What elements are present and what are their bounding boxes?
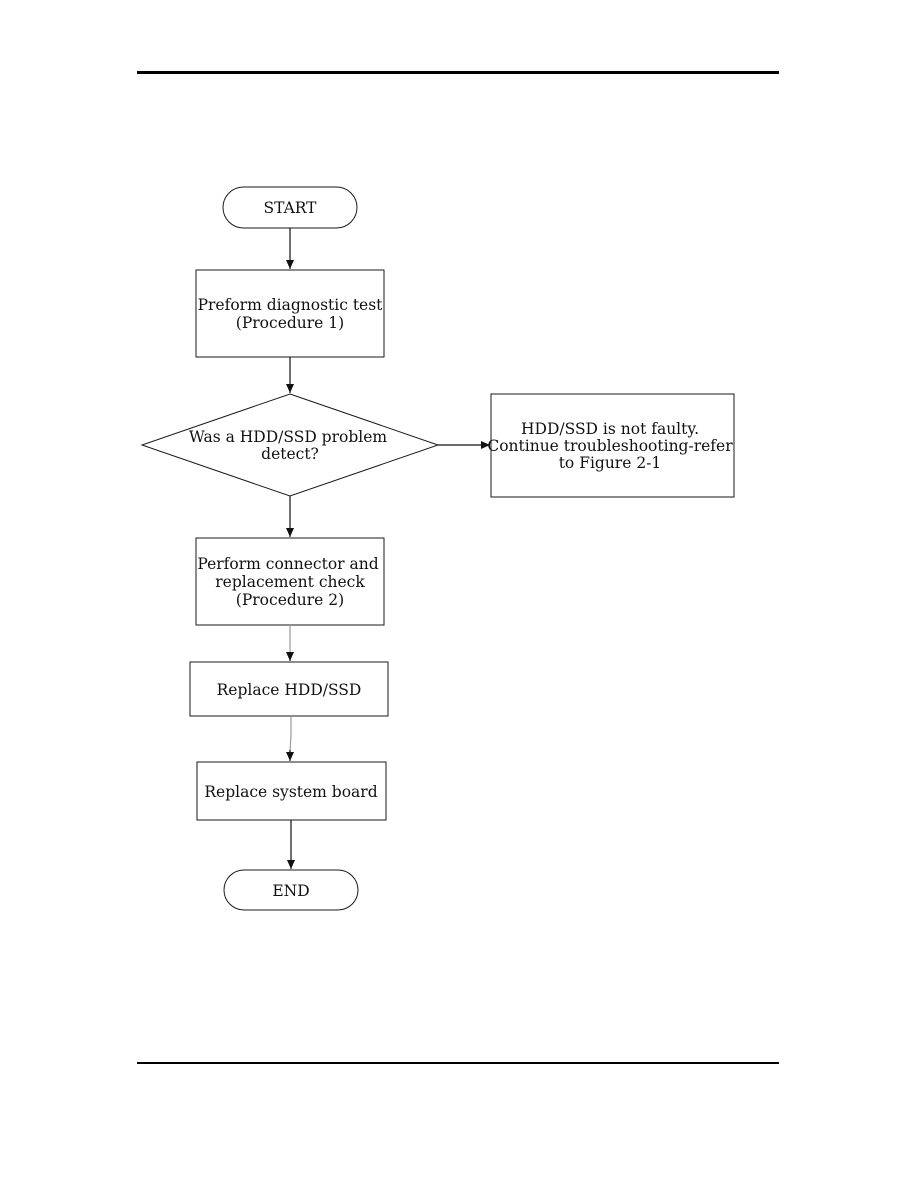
decision-line-1: Was a HDD/SSD problem (189, 428, 388, 446)
replace-drive-box: Replace HDD/SSD (189, 661, 389, 717)
start-terminator: START (222, 186, 358, 229)
end-terminator: END (223, 869, 359, 911)
connector-check-line-2: replacement check (215, 573, 365, 591)
connector-check-line-3: (Procedure 2) (236, 591, 344, 609)
not-faulty-line-2: Continue troubleshooting-refer (487, 437, 733, 455)
connector-check-line-1: Perform connector and (197, 555, 378, 573)
not-faulty-box: HDD/SSD is not faulty. Continue troubles… (487, 393, 735, 498)
diagnostic-test-line-1: Preform diagnostic test (198, 296, 384, 314)
connector-check-box: Perform connector and replacement check … (195, 537, 385, 626)
diagnostic-test-line-2: (Procedure 1) (236, 314, 344, 332)
start-label: START (263, 199, 317, 217)
end-label: END (272, 882, 309, 900)
replace-drive-label: Replace HDD/SSD (217, 681, 362, 699)
decision-line-2: detect? (261, 445, 319, 463)
not-faulty-line-3: to Figure 2-1 (559, 454, 662, 472)
problem-detected-decision: Was a HDD/SSD problem detect? (140, 393, 440, 497)
edge-replace-drive-to-board (289, 716, 292, 753)
replace-system-board-label: Replace system board (204, 783, 377, 801)
diagnostic-test-box: Preform diagnostic test (Procedure 1) (195, 269, 385, 358)
replace-system-board-box: Replace system board (196, 761, 387, 821)
not-faulty-line-1: HDD/SSD is not faulty. (521, 420, 699, 438)
header-rule (137, 71, 779, 74)
footer-rule (137, 1062, 779, 1064)
